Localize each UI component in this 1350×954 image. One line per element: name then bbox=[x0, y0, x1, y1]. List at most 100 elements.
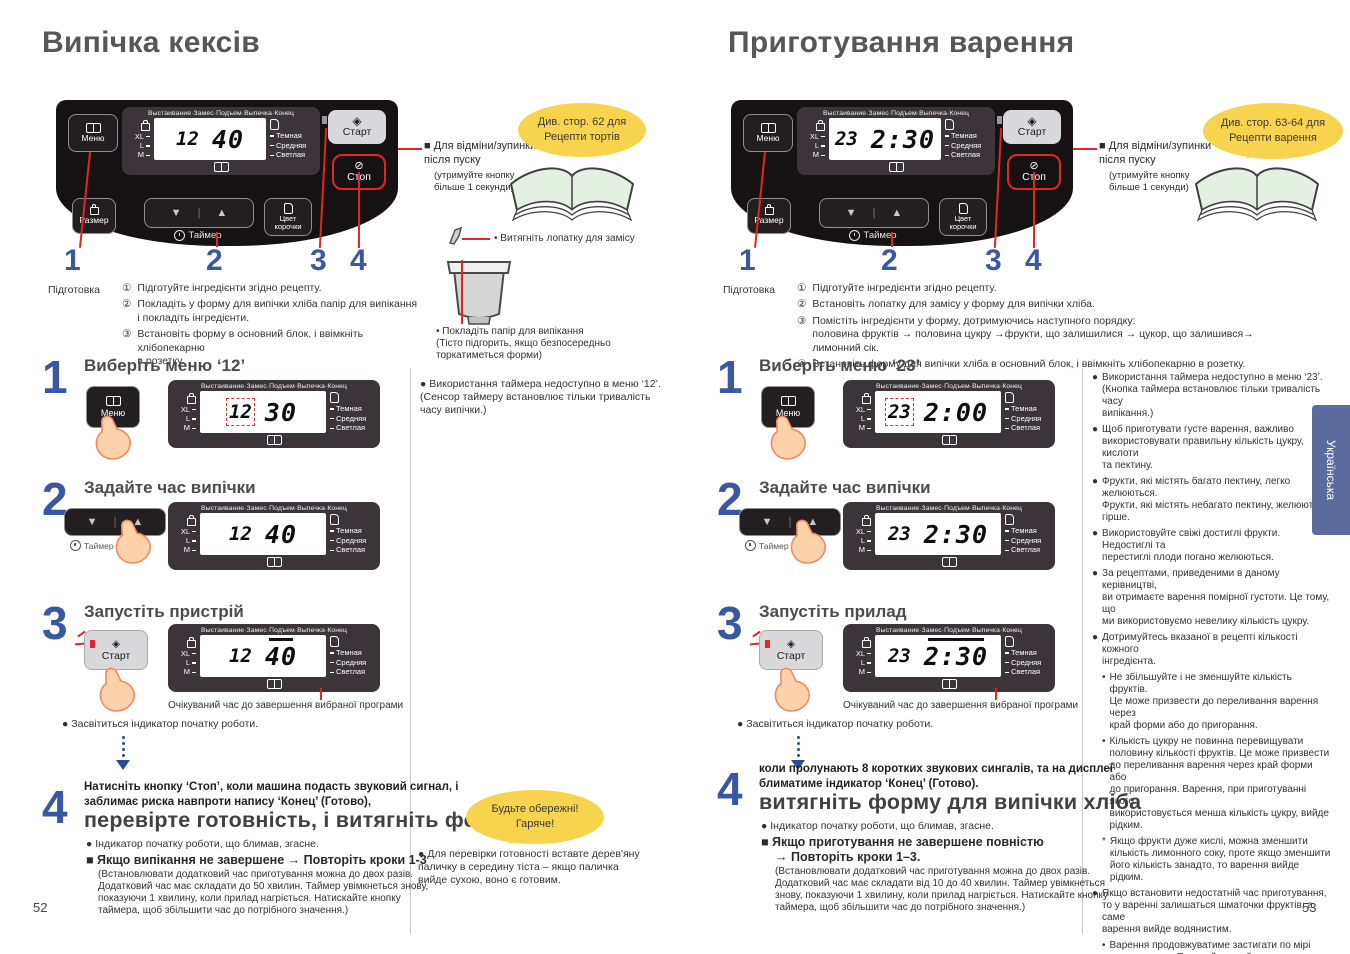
right-page-title: Приготування варення bbox=[728, 26, 1075, 59]
lcd-menu-number: 23 bbox=[887, 523, 911, 545]
timer-label: Таймер bbox=[148, 230, 248, 241]
arrow-down-icon: ▼ bbox=[845, 207, 857, 219]
control-panel-left: Меню Выстаивание·Замес·Подъем·Выпечка·Ко… bbox=[56, 100, 398, 246]
start-icon: ◈ bbox=[352, 114, 362, 129]
crust-color-button: Цвет корочки bbox=[264, 198, 312, 236]
step-number-2: 2 bbox=[42, 473, 68, 525]
leader-line bbox=[1033, 172, 1035, 248]
arrow-up-icon: ▲ bbox=[216, 207, 228, 219]
leader-line bbox=[320, 688, 322, 700]
bread-icon bbox=[958, 203, 968, 215]
step-number-2: 2 bbox=[717, 473, 743, 525]
callout-4: 4 bbox=[350, 244, 367, 277]
weight-icon bbox=[816, 119, 825, 131]
crust-indicators: Темная Средняя Светлая bbox=[270, 118, 312, 160]
bread-icon bbox=[283, 203, 293, 215]
lcd-menu-number: 12 bbox=[229, 523, 252, 545]
control-panel-right: Меню Выстаивание·Замес·Подъем·Выпечка·Ко… bbox=[731, 100, 1073, 246]
recipe-book-illustration bbox=[1195, 167, 1319, 222]
book-icon bbox=[760, 123, 776, 134]
start-indicator-lamp bbox=[997, 116, 1002, 124]
step-3-heading: Запустіть прилад bbox=[759, 602, 907, 621]
timer-label-small: Таймер bbox=[745, 540, 789, 551]
lcd-display-step2: Выстаивание·Замес·Подъем·Выпечка·Конец X… bbox=[843, 502, 1055, 570]
step-number-3: 3 bbox=[717, 597, 743, 649]
timer-label: Таймер bbox=[823, 230, 923, 241]
stop-icon: ⊘ bbox=[354, 159, 364, 172]
arrow-down-icon: ▼ bbox=[761, 516, 773, 528]
start-button: ◈ Старт bbox=[328, 110, 386, 144]
start-icon: ◈ bbox=[1027, 114, 1037, 129]
lcd-readout: 12 40 bbox=[154, 118, 266, 160]
lcd-menu-number: 12 bbox=[226, 398, 255, 426]
bread-icon bbox=[945, 119, 954, 130]
step-3-heading: Запустіть пристрій bbox=[84, 602, 244, 621]
weight-icon bbox=[187, 636, 196, 648]
book-icon bbox=[941, 435, 957, 445]
arrow-down-icon: ▼ bbox=[86, 516, 98, 528]
pan-note: • Покладіть папір для випікання (Тісто п… bbox=[436, 326, 611, 361]
lcd-menu-number: 23 bbox=[884, 398, 914, 426]
lcd-display-step3: Выстаивание·Замес·Подъем·Выпечка·Конец X… bbox=[168, 624, 380, 692]
book-icon bbox=[213, 162, 229, 172]
clock-icon bbox=[745, 540, 756, 551]
lcd-display: Выстаивание·Замес·Подъем·Выпечка·Конец X… bbox=[797, 107, 995, 175]
stop-note: ■ Для відміни/зупинки після пуску bbox=[424, 140, 537, 166]
lcd-time: 30 bbox=[264, 397, 297, 427]
weight-icon bbox=[89, 203, 99, 216]
column-divider bbox=[410, 368, 411, 934]
step-number-1: 1 bbox=[42, 351, 68, 403]
crust-color-button: Цвет корочки bbox=[939, 198, 987, 236]
leader-line bbox=[891, 232, 893, 247]
leader-line bbox=[462, 238, 490, 240]
bread-icon bbox=[330, 514, 339, 525]
callout-2: 2 bbox=[206, 244, 223, 277]
lcd-time: 40 bbox=[264, 637, 297, 671]
expected-time-caption: Очікуваний час до завершення вибраної пр… bbox=[843, 700, 1079, 711]
lcd-display-step3: Выстаивание·Замес·Подъем·Выпечка·Конец X… bbox=[843, 624, 1055, 692]
flow-arrow bbox=[791, 736, 805, 770]
callout-2: 2 bbox=[881, 244, 898, 277]
bread-icon bbox=[270, 119, 279, 130]
leader-line bbox=[995, 688, 997, 700]
lcd-display: Выстаивание·Замес·Подъем·Выпечка·Конец X… bbox=[122, 107, 320, 175]
repeat-steps-note: ■ Якщо приготування не завершене повніст… bbox=[761, 835, 1044, 849]
phase-labels: Выстаивание·Замес·Подъем·Выпечка·Конец bbox=[148, 110, 294, 117]
leader-line bbox=[216, 232, 218, 247]
flow-arrow bbox=[116, 736, 130, 770]
start-icon: ◈ bbox=[111, 638, 121, 650]
stop-note-small: (утримуйте кнопку більше 1 секунди) bbox=[434, 170, 515, 193]
start-button-small: ◈ Старт bbox=[74, 630, 148, 670]
pointing-finger bbox=[115, 519, 151, 564]
stop-icon: ⊘ bbox=[1029, 159, 1039, 172]
lcd-time: 40 bbox=[264, 519, 297, 549]
bread-icon bbox=[330, 636, 339, 647]
kneading-paddle-illustration bbox=[449, 226, 462, 245]
bread-icon bbox=[1005, 636, 1014, 647]
timer-label-small: Таймер bbox=[70, 540, 114, 551]
menu-button: Меню bbox=[743, 114, 793, 152]
start-icon: ◈ bbox=[786, 638, 796, 650]
step-2-heading: Задайте час випічки bbox=[759, 478, 931, 497]
repeat-steps-note-arrow: → Повторіть кроки 1–3. bbox=[775, 850, 921, 864]
size-button: Размер bbox=[747, 198, 791, 234]
lcd-display-step2: Выстаивание·Замес·Подъем·Выпечка·Конец X… bbox=[168, 502, 380, 570]
leader-line bbox=[358, 172, 360, 248]
bread-icon bbox=[1005, 514, 1014, 525]
prep-label: Підготовка bbox=[723, 284, 775, 296]
timer-unavailable-note: ● Використання таймера недоступно в меню… bbox=[420, 378, 661, 417]
clock-icon bbox=[174, 230, 186, 241]
lcd-time: 2:00 bbox=[923, 397, 989, 427]
book-icon bbox=[888, 162, 904, 172]
leader-line bbox=[461, 260, 463, 324]
callout-1: 1 bbox=[739, 244, 756, 277]
recipe-book-illustration bbox=[510, 167, 634, 222]
start-indicator-lamp bbox=[90, 640, 95, 648]
callout-4: 4 bbox=[1025, 244, 1042, 277]
book-icon bbox=[266, 679, 282, 689]
step-4-intro: Натисніть кнопку ‘Стоп’, коли машина под… bbox=[84, 781, 459, 808]
arrow-down-icon: ▼ bbox=[170, 207, 182, 219]
lcd-display-step1: Выстаивание·Замес·Подъем·Выпечка·Конец X… bbox=[843, 380, 1055, 448]
step-number-1: 1 bbox=[717, 351, 743, 403]
book-icon bbox=[105, 396, 121, 406]
